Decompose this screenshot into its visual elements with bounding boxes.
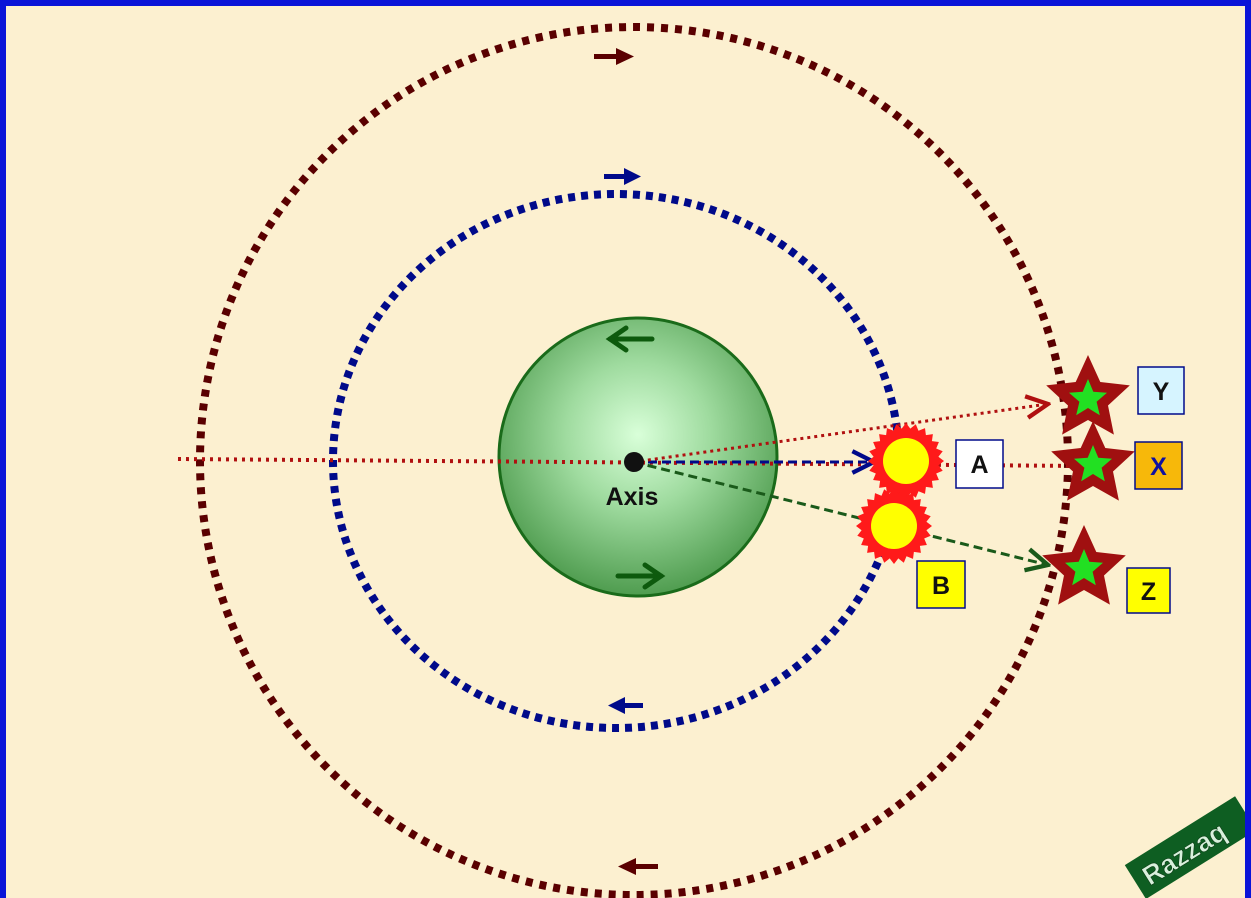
right-arrow-icon — [615, 562, 666, 590]
right-arrow-icon — [594, 48, 634, 65]
label-X: X — [1134, 441, 1183, 490]
label-Y-text: Y — [1153, 378, 1170, 406]
label-Z: Z — [1126, 567, 1171, 614]
left-arrow-icon — [608, 697, 643, 714]
right-arrow-icon — [604, 168, 641, 185]
label-X-text: X — [1150, 453, 1167, 481]
label-Z-text: Z — [1141, 578, 1156, 606]
label-Y: Y — [1137, 366, 1185, 415]
star-icon — [1046, 355, 1130, 435]
label-A-text: A — [970, 451, 988, 479]
left-arrow-icon — [618, 858, 658, 875]
label-B: B — [916, 560, 966, 609]
label-B-text: B — [932, 572, 950, 600]
star-icon — [1051, 421, 1135, 501]
watermark-logo: Razzaq — [1124, 796, 1245, 898]
axis-point — [624, 452, 644, 472]
left-arrow-icon — [605, 325, 655, 353]
label-A: A — [955, 439, 1004, 489]
axis-label: Axis — [606, 483, 659, 511]
sun-burst-icon — [868, 423, 944, 499]
star-icon — [1042, 525, 1126, 605]
sun-burst-icon — [856, 488, 932, 564]
line-to-Z — [633, 460, 1048, 565]
orbit-diagram: Axis A B Y X Z Razzaq — [177, 23, 1245, 898]
